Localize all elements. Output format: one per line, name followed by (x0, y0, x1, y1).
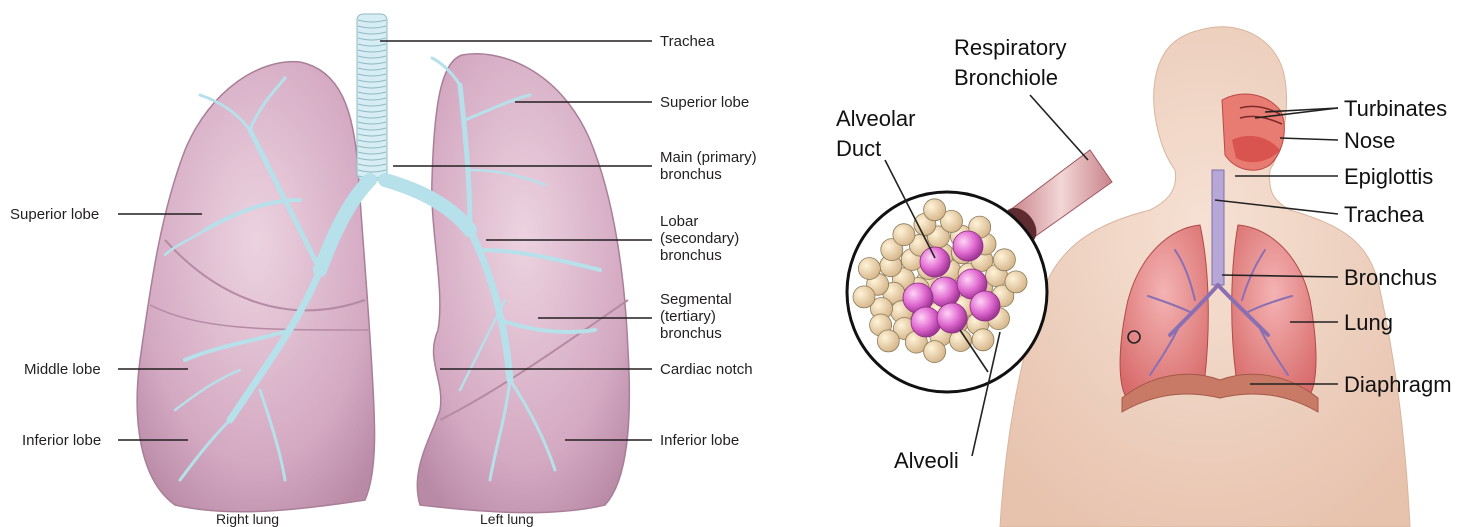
right-lung-shape (137, 62, 374, 512)
trachea-rings (357, 14, 387, 180)
label-lobar-line2: (secondary) (660, 230, 739, 247)
trachea-tube (1212, 170, 1224, 285)
label-nose: Nose (1344, 128, 1395, 153)
label-respiratory-line2: Bronchiole (954, 65, 1058, 90)
label-inferior-lobe-right: Inferior lobe (22, 432, 101, 449)
label-segmental-line2: (tertiary) (660, 308, 716, 325)
lungs-anatomy-diagram: Trachea Superior lobe Main (primary) bro… (10, 14, 757, 527)
label-cardiac-notch: Cardiac notch (660, 361, 753, 378)
alveolus-bud (893, 224, 915, 246)
alveolus (911, 307, 941, 337)
alveolus-bud (877, 330, 899, 352)
label-superior-lobe-left: Superior lobe (660, 94, 749, 111)
label-turbinates: Turbinates (1344, 96, 1447, 121)
label-alveolar-line1: Alveolar (836, 106, 915, 131)
alveolus (920, 247, 950, 277)
label-diaphragm: Diaphragm (1344, 372, 1452, 397)
alveolus-bud (858, 258, 880, 280)
label-middle-lobe-right: Middle lobe (24, 361, 101, 378)
label-alveoli: Alveoli (894, 448, 959, 473)
alveolus (953, 231, 983, 261)
label-epiglottis: Epiglottis (1344, 164, 1433, 189)
label-main-bronchus-line2: bronchus (660, 166, 722, 183)
label-superior-lobe-right: Superior lobe (10, 206, 99, 223)
label-lobar-line3: bronchus (660, 247, 722, 264)
label-lobar-line1: Lobar (660, 213, 698, 230)
label-segmental-line3: bronchus (660, 325, 722, 342)
label-bronchus: Bronchus (1344, 265, 1437, 290)
alveolus-bud (972, 329, 994, 351)
alveolus-bud (1005, 271, 1027, 293)
label-right-lung: Right lung (216, 511, 279, 527)
label-alveolar-line2: Duct (836, 136, 881, 161)
label-segmental-line1: Segmental (660, 291, 732, 308)
alveolus-bud (993, 249, 1015, 271)
alveolus-bud (853, 286, 875, 308)
respiratory-system-body-diagram: Respiratory Bronchiole Alveolar Duct Alv… (836, 27, 1452, 527)
alveolus-bud (924, 199, 946, 221)
label-main-bronchus-line1: Main (primary) (660, 149, 757, 166)
label-lung: Lung (1344, 310, 1393, 335)
alveolus (970, 291, 1000, 321)
label-trachea: Trachea (660, 33, 715, 50)
left-lung-shape (417, 54, 629, 513)
alveolus-bud (924, 341, 946, 363)
label-trachea-body: Trachea (1344, 202, 1425, 227)
alveolus (937, 303, 967, 333)
label-inferior-lobe-left: Inferior lobe (660, 432, 739, 449)
label-left-lung: Left lung (480, 511, 534, 527)
alveolus (930, 277, 960, 307)
label-respiratory-line1: Respiratory (954, 35, 1066, 60)
